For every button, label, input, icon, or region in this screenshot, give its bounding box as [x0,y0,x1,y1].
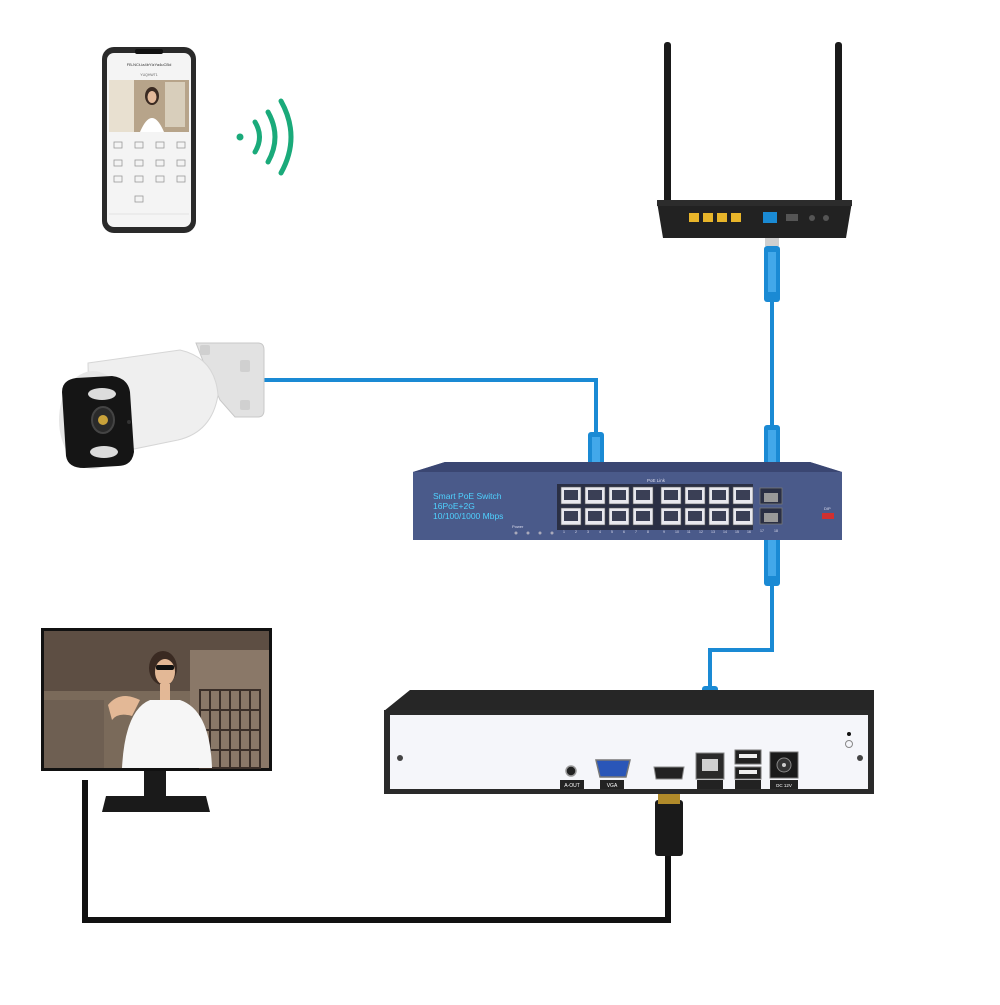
camera-led-bottom [90,446,118,458]
switch-port-jack [564,490,578,500]
switch-ports-line: 16PoE+2G [433,501,475,511]
dc-label: DC 12V [776,783,792,788]
switch-port-number: 11 [687,530,691,534]
monitor [41,628,272,812]
vga-label: VGA [607,783,618,789]
switch-port-number: 6 [623,530,625,534]
switch-poe-link-label: PoE Link [647,478,666,483]
switch-dip-label: DIP [824,506,831,511]
switch-speed-line: 10/100/1000 Mbps [433,511,503,521]
hdmi-port [653,766,685,780]
hdmi-connector [655,800,683,856]
phone-control-grid [113,141,186,203]
switch-port-number: 7 [635,530,637,534]
switch-uplink-ports: 17 18 [759,487,783,533]
switch-status-leds [514,531,554,535]
switch-port-jack [564,511,578,521]
router-wan-port [763,212,777,223]
switch-port-jack [712,511,726,521]
switch-port-number: 4 [599,530,601,534]
switch-port-number: 13 [711,530,715,534]
switch-port-jack [588,511,602,521]
switch-port-number: 5 [611,530,613,534]
switch-port-number: 14 [723,530,727,534]
switch-port-number: 3 [587,530,589,534]
switch-port-number: 10 [675,530,679,534]
switch-port-number: 12 [699,530,703,534]
router-antenna-right [835,42,842,204]
vga-port [595,759,631,778]
switch-port-jack [736,511,750,521]
audio-out-port [565,765,577,777]
switch-port-number: 1 [563,530,565,534]
phone-subtitle: YUQHWT1 [140,73,158,77]
switch-port-jack [664,490,678,500]
nvr-recorder: A-OUT VGA DC 12V [384,690,874,794]
switch-dip-switch: DIP [822,506,834,519]
switch-port-jack [636,511,650,521]
nvr-cable [708,580,774,690]
switch-port-number: 2 [575,530,577,534]
switch-port-jack [612,511,626,521]
smartphone: FB-NCt-ia4bYlzYa4uCBd YUQHWT1 [102,47,196,233]
switch-port-jack [588,490,602,500]
switch-port-jack [688,511,702,521]
switch-port-jack [636,490,650,500]
poe-switch: Smart PoE Switch 16PoE+2G 10/100/1000 Mb… [413,462,842,540]
camera-cable [262,378,598,440]
switch-port-jack [664,511,678,521]
switch-port-number: 9 [663,530,665,534]
audio-out-label: A-OUT [564,783,580,789]
ethernet-cables [262,300,774,690]
camera-lens [98,415,108,425]
uplink-number-17: 17 [760,529,764,533]
bullet-camera [59,342,265,469]
switch-power-label: Power [512,524,524,529]
router-lan-ports [689,213,741,222]
phone-title-bar: FB-NCt-ia4bYlzYa4uCBd [127,62,172,67]
switch-port-number: 15 [735,530,739,534]
uplink-number-18: 18 [774,529,778,533]
switch-port-number: 8 [647,530,649,534]
wifi-router [657,42,852,238]
camera-led-top [88,388,116,400]
switch-port-jack [688,490,702,500]
switch-port-jack [712,490,726,500]
switch-port-jack [736,490,750,500]
wifi-icon [236,98,294,176]
switch-port-jack [612,490,626,500]
router-antenna-left [664,42,671,204]
switch-name: Smart PoE Switch [433,491,502,501]
switch-port-number: 16 [747,530,751,534]
